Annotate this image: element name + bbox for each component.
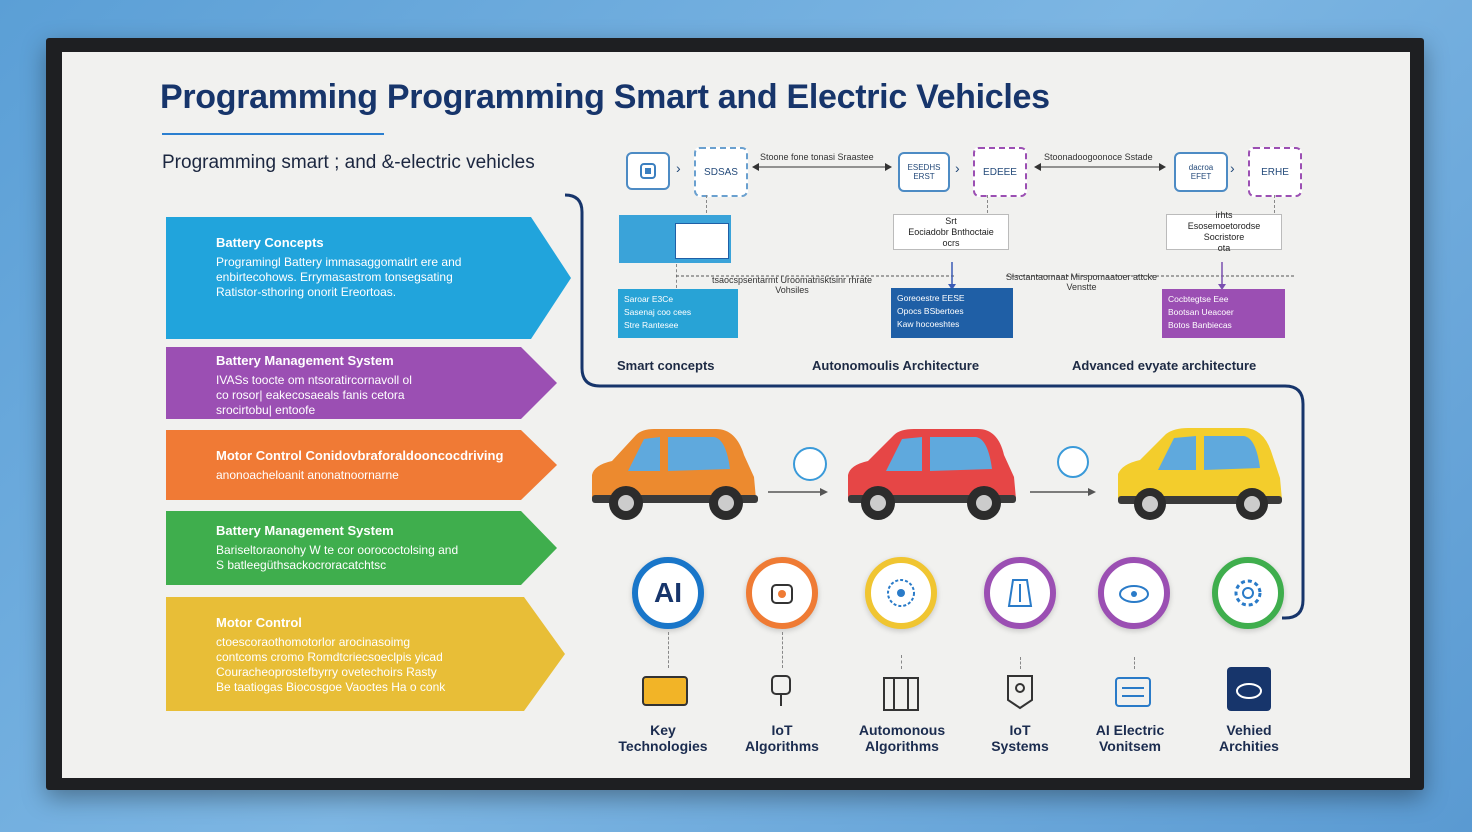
data-card: Saroar E3Ce Sasenaj coo cees Stre Rantes… (618, 289, 738, 338)
data-card: Goreoestre EESE Opocs BSbertoes Kaw hoco… (891, 288, 1013, 338)
panel-shape (166, 430, 557, 500)
server-icon: EDEEE (973, 147, 1027, 197)
card-line: Botos Banbiecas (1168, 320, 1232, 330)
panel-body: anonoacheloanit anonatnoornarne (216, 468, 399, 482)
red-car (848, 429, 1016, 520)
connector-line (1274, 195, 1276, 213)
panel-heading: Motor Control (216, 615, 302, 630)
connector-line (706, 195, 708, 213)
panel-shape (166, 597, 565, 711)
car-arrow (1030, 488, 1096, 496)
document-icon: dacroa EFET (1174, 152, 1228, 192)
server-icon (883, 677, 919, 711)
connector-line (901, 655, 903, 669)
tech-label: Vehied Archities (1219, 722, 1279, 754)
panel-body: ctoescoraothomotorlor arocinasoimg contc… (216, 635, 446, 694)
panel-body: Programingl Battery immasaggomatirt ere … (216, 255, 462, 299)
flow-top-label: Stoonadoogoonoce Sstade (1044, 152, 1153, 162)
panel-heading: Battery Management System (216, 523, 394, 538)
panel-heading: Battery Concepts (216, 235, 324, 250)
flow-arrow: › (676, 160, 681, 176)
network-icon (793, 447, 827, 481)
data-table-card (619, 215, 731, 263)
dashboard-icon (1115, 677, 1151, 707)
panel-shape (166, 511, 557, 585)
chip-icon (984, 557, 1056, 629)
double-arrow (1034, 163, 1166, 171)
circuit-icon (865, 557, 937, 629)
panel-body: IVASs toocte om ntsoratircornavoll ol co… (216, 373, 412, 417)
tech-label: AI Electric Vonitsem (1095, 722, 1165, 754)
small-box-label: EDEEE (983, 166, 1017, 178)
motor-icon (746, 557, 818, 629)
small-box-label: ERHE (1261, 166, 1289, 178)
network-icon (1057, 446, 1089, 478)
card-line: Kaw hocoeshtes (897, 319, 960, 329)
info-card: Srt Eociadobr Bnthoctaie ocrs (893, 214, 1009, 250)
orange-car (592, 429, 758, 520)
tech-label: Key Technologies (618, 722, 708, 754)
sensor-icon (771, 675, 791, 706)
page-subtitle: Programming smart ; and &-electric vehic… (162, 152, 535, 173)
yellow-car (1118, 428, 1282, 520)
card-line: Saroar E3Ce (624, 294, 674, 304)
flow-mid-label: Slsctantaomaat Mirspomaatoer attcke Vens… (1006, 272, 1158, 292)
panel-shape (166, 217, 571, 339)
chip-icon (626, 152, 670, 190)
small-box-label: dacroa EFET (1188, 163, 1214, 181)
card-line: Cocbtegtse Eee (1168, 294, 1229, 304)
server-icon: ERHE (1248, 147, 1302, 197)
connector-line (668, 632, 670, 668)
mid-connectors (676, 262, 1296, 290)
info-card: irhts Esosemoetorodse Socristore ota (1166, 210, 1282, 253)
battery-pack-icon (642, 676, 688, 706)
double-arrow (752, 163, 892, 171)
card-line: Bootsan Ueacoer (1168, 307, 1234, 317)
connector-line (987, 195, 989, 213)
concept-label: Autonomoulis Architecture (812, 358, 980, 373)
data-card: Cocbtegtse Eee Bootsan Ueacoer Botos Ban… (1162, 289, 1285, 338)
connector-line (782, 632, 784, 668)
robot-head-icon (1007, 675, 1033, 710)
tech-label: IoT Systems (991, 722, 1049, 754)
panel-heading: Motor Control Conidovbraforaldooncocdriv… (216, 448, 504, 463)
tech-label: Automonous Algorithms (858, 722, 946, 754)
panel-heading: Battery Management System (216, 353, 394, 368)
small-box-label: SDSAS (704, 166, 738, 178)
small-box-label: ESEDHS ERST (907, 163, 941, 181)
ai-icon-text: AI (654, 577, 682, 608)
page-title: Programming Programming Smart and Electr… (160, 78, 1050, 116)
flow-arrow: › (955, 160, 960, 176)
car-network-icon (1098, 557, 1170, 629)
concept-label: Smart concepts (617, 358, 715, 373)
table-inset (675, 223, 729, 259)
title-underline (162, 133, 384, 135)
panel-body: Bariseltoraonohy W te cor oorococtolsing… (216, 543, 459, 572)
flow-connector-line (564, 193, 1305, 620)
tech-label: IoT Algorithms (745, 722, 819, 754)
card-line: Sasenaj coo cees (624, 307, 692, 317)
card-line: Stre Rantesee (624, 320, 679, 330)
vehicle-badge-icon (1227, 667, 1271, 711)
concept-label: Advanced evyate architecture (1072, 358, 1257, 373)
panel-shape (166, 347, 557, 419)
flow-mid-label: tsaocspsentarmt Uroomatrisktsinr rhrate … (712, 275, 873, 295)
card-line: Opocs BSbertoes (897, 306, 964, 316)
card-line: Goreoestre EESE (897, 293, 965, 303)
car-arrow (768, 488, 828, 496)
server-icon: SDSAS (694, 147, 748, 197)
flow-top-label: Stoone fone tonasi Sraastee (760, 152, 874, 162)
connector-line (1134, 657, 1136, 669)
gear-network-icon (1212, 557, 1284, 629)
document-icon: ESEDHS ERST (898, 152, 950, 192)
flow-arrow: › (1230, 160, 1235, 176)
ai-icon: AI (632, 557, 704, 629)
connector-line (1020, 657, 1022, 669)
